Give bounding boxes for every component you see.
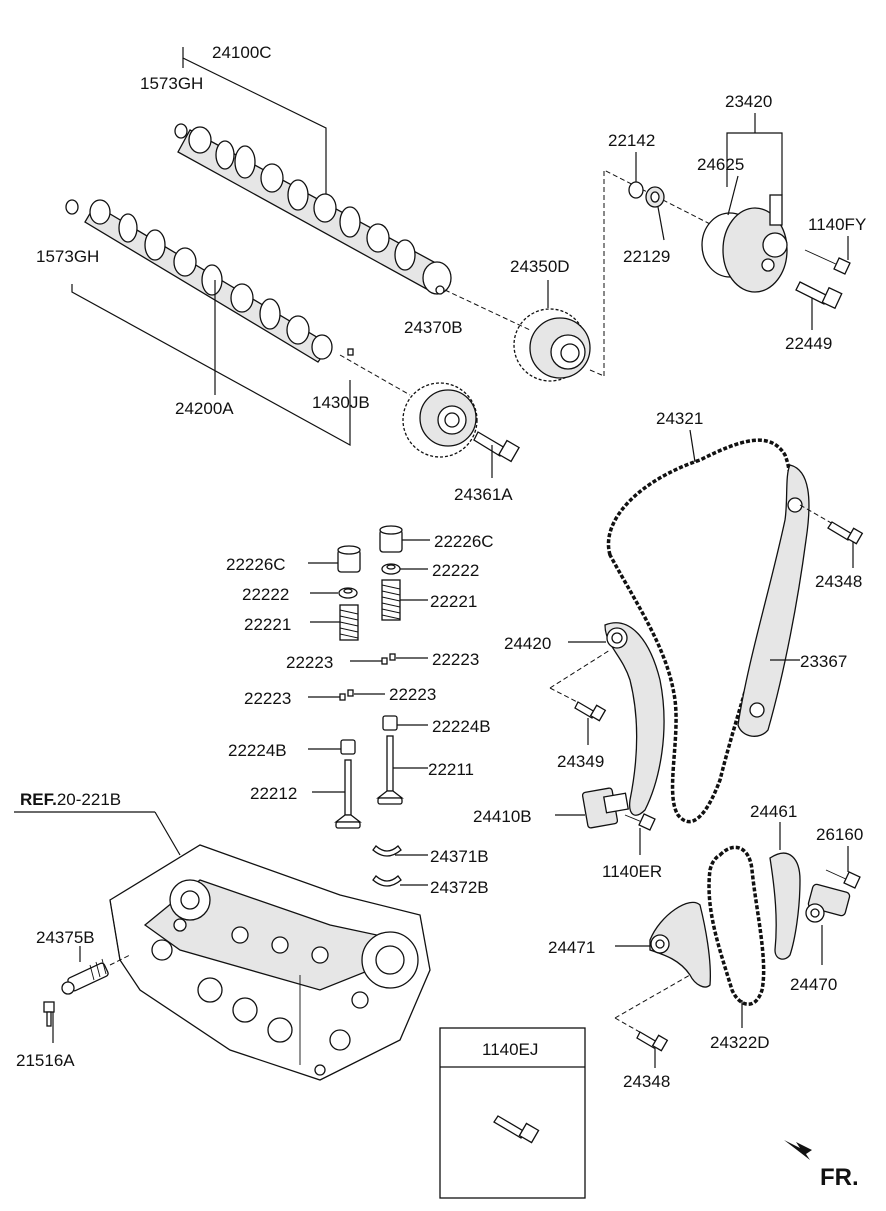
retainer-left bbox=[310, 587, 358, 599]
label-seal-left: 22224B bbox=[228, 741, 287, 760]
bolt-24348-top bbox=[799, 504, 864, 568]
bolt-22449 bbox=[795, 281, 843, 330]
label-sprocket-intake: 24370B bbox=[404, 318, 463, 337]
bolt-24361a bbox=[473, 431, 520, 478]
camshaft-intake bbox=[65, 199, 333, 395]
tappet-right bbox=[379, 525, 430, 553]
label-bearing-upper: 24371B bbox=[430, 847, 489, 866]
label-cotter-4: 22223 bbox=[389, 685, 436, 704]
label-bolt-24349: 24349 bbox=[557, 752, 604, 771]
bearing-lower bbox=[372, 875, 428, 887]
label-plug-bottom: 1573GH bbox=[36, 247, 99, 266]
label-gasket: 24625 bbox=[697, 155, 744, 174]
bolt-24348-bottom bbox=[614, 974, 691, 1068]
label-tensioner-24410b: 24410B bbox=[473, 807, 532, 826]
label-front: FR. bbox=[820, 1164, 859, 1191]
sprocket-intake bbox=[402, 382, 478, 458]
guide-24461 bbox=[769, 822, 801, 960]
label-tappet-left: 22226C bbox=[226, 555, 286, 574]
valve-seal-right bbox=[382, 715, 428, 731]
label-bolt-24348-top: 24348 bbox=[815, 572, 862, 591]
tensioner-24410b bbox=[555, 787, 629, 829]
label-bolt-24348-bottom: 24348 bbox=[623, 1072, 670, 1091]
cylinder-head bbox=[14, 811, 431, 1081]
label-valve-exhaust: 22212 bbox=[250, 784, 297, 803]
label-seal-right: 22224B bbox=[432, 717, 491, 736]
chain-24322d bbox=[707, 845, 766, 1028]
spring-right bbox=[381, 579, 428, 621]
label-bolt-1140fy: 1140FY bbox=[808, 215, 866, 234]
label-sprocket-exhaust: 24350D bbox=[510, 257, 570, 276]
label-seal-22129: 22129 bbox=[623, 247, 670, 266]
label-tensioner-24470: 24470 bbox=[790, 975, 837, 994]
label-cotter-1: 22223 bbox=[286, 653, 333, 672]
label-timing-chain: 24321 bbox=[656, 409, 703, 428]
spring-left bbox=[310, 604, 359, 641]
tensioner-24470 bbox=[805, 883, 851, 965]
callout-box-title: 1140EJ bbox=[482, 1040, 538, 1059]
label-ref: REF.20-221B bbox=[20, 790, 121, 809]
bolt-21516a bbox=[43, 1001, 55, 1043]
label-pin: 1430JB bbox=[312, 393, 370, 412]
bolt-26160 bbox=[825, 846, 861, 889]
label-bolt-24361a: 24361A bbox=[454, 485, 513, 504]
label-oil-valve: 24375B bbox=[36, 928, 95, 947]
callout-box-1140ej bbox=[439, 1027, 586, 1199]
bolt-1140er bbox=[624, 813, 656, 855]
guide-23367 bbox=[737, 464, 810, 737]
valve-seal-left bbox=[308, 739, 356, 755]
label-retainer-right: 22222 bbox=[432, 561, 479, 580]
tappet-left bbox=[308, 545, 361, 573]
label-guide-24461: 24461 bbox=[750, 802, 797, 821]
camshaft-exhaust bbox=[174, 47, 452, 295]
label-guide-24420: 24420 bbox=[504, 634, 551, 653]
cotter-pair-upper bbox=[350, 653, 428, 665]
label-ocv-assembly: 23420 bbox=[725, 92, 772, 111]
oil-valve-24375b bbox=[61, 946, 131, 995]
label-bearing-lower: 24372B bbox=[430, 878, 489, 897]
label-seal-22142: 22142 bbox=[608, 131, 655, 150]
front-arrow-icon bbox=[784, 1140, 812, 1160]
guide-24471 bbox=[615, 901, 711, 988]
label-camshaft-exhaust: 24100C bbox=[212, 43, 272, 62]
sprocket-exhaust bbox=[513, 308, 591, 382]
label-cotter-3: 22223 bbox=[244, 689, 291, 708]
bolt-24349 bbox=[549, 649, 611, 745]
label-retainer-left: 22222 bbox=[242, 585, 289, 604]
bearing-upper bbox=[372, 845, 428, 857]
label-bolt-26160: 26160 bbox=[816, 825, 863, 844]
valve-intake bbox=[376, 735, 428, 805]
label-guide-23367: 23367 bbox=[800, 652, 847, 671]
label-cotter-2: 22223 bbox=[432, 650, 479, 669]
guide-24420 bbox=[568, 622, 665, 816]
label-bolt-1140er: 1140ER bbox=[602, 862, 662, 881]
cotter-pair-lower bbox=[308, 689, 385, 701]
label-camshaft-intake: 24200A bbox=[175, 399, 234, 418]
label-bolt-21516a: 21516A bbox=[16, 1051, 75, 1070]
label-tappet-right: 22226C bbox=[434, 532, 494, 551]
retainer-right bbox=[381, 563, 428, 575]
seal-22129 bbox=[645, 186, 665, 241]
bolt-1140fy bbox=[804, 236, 851, 275]
label-bolt-22449: 22449 bbox=[785, 334, 832, 353]
seal-22142 bbox=[628, 152, 644, 199]
label-spring-left: 22221 bbox=[244, 615, 291, 634]
label-chain-24322d: 24322D bbox=[710, 1033, 770, 1052]
label-guide-24471: 24471 bbox=[548, 938, 595, 957]
valve-exhaust bbox=[312, 759, 362, 829]
label-spring-right: 22221 bbox=[430, 592, 477, 611]
label-plug-top: 1573GH bbox=[140, 74, 203, 93]
label-valve-intake: 22211 bbox=[428, 760, 474, 779]
ocv-assembly bbox=[701, 113, 788, 293]
